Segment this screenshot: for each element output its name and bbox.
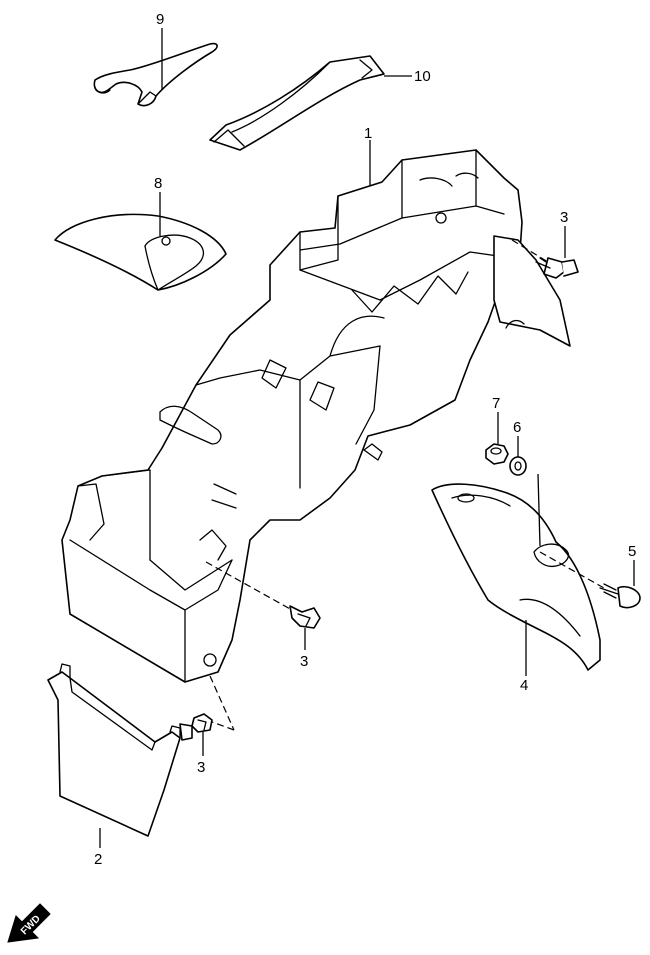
callout-7: 7 [492,395,500,412]
part-3-bolt-lower[interactable] [179,713,213,741]
callout-9: 9 [156,11,164,28]
callout-2: 2 [94,851,102,868]
assembly-lines [205,239,605,731]
leader-lines [99,28,635,848]
callout-3-center: 3 [300,653,308,670]
part-5-screw[interactable] [599,583,641,609]
part-3-bolt-center[interactable] [289,605,321,629]
part-8-cover[interactable] [54,213,227,291]
part-6-washer[interactable] [509,456,527,476]
callout-8: 8 [154,175,162,192]
forward-arrow-icon: FWD [7,903,51,943]
callout-4: 4 [520,677,528,694]
callout-10: 10 [414,68,431,85]
part-7-nut[interactable] [485,443,509,465]
part-2-mudflap[interactable] [47,663,181,837]
callout-6: 6 [513,419,521,436]
part-3-bolt-upper[interactable] [535,257,579,279]
part-10-strap[interactable] [209,55,385,151]
callout-3-lower: 3 [197,759,205,776]
part-9-tool[interactable] [93,42,218,107]
callout-3-upper: 3 [560,209,568,226]
part-4-side-cover[interactable] [431,483,601,671]
callout-labels: 9 10 1 8 3 7 6 5 3 4 3 2 [94,11,636,868]
callout-1: 1 [364,125,372,142]
callout-5: 5 [628,543,636,560]
part-1-rear-fender[interactable] [61,149,571,683]
